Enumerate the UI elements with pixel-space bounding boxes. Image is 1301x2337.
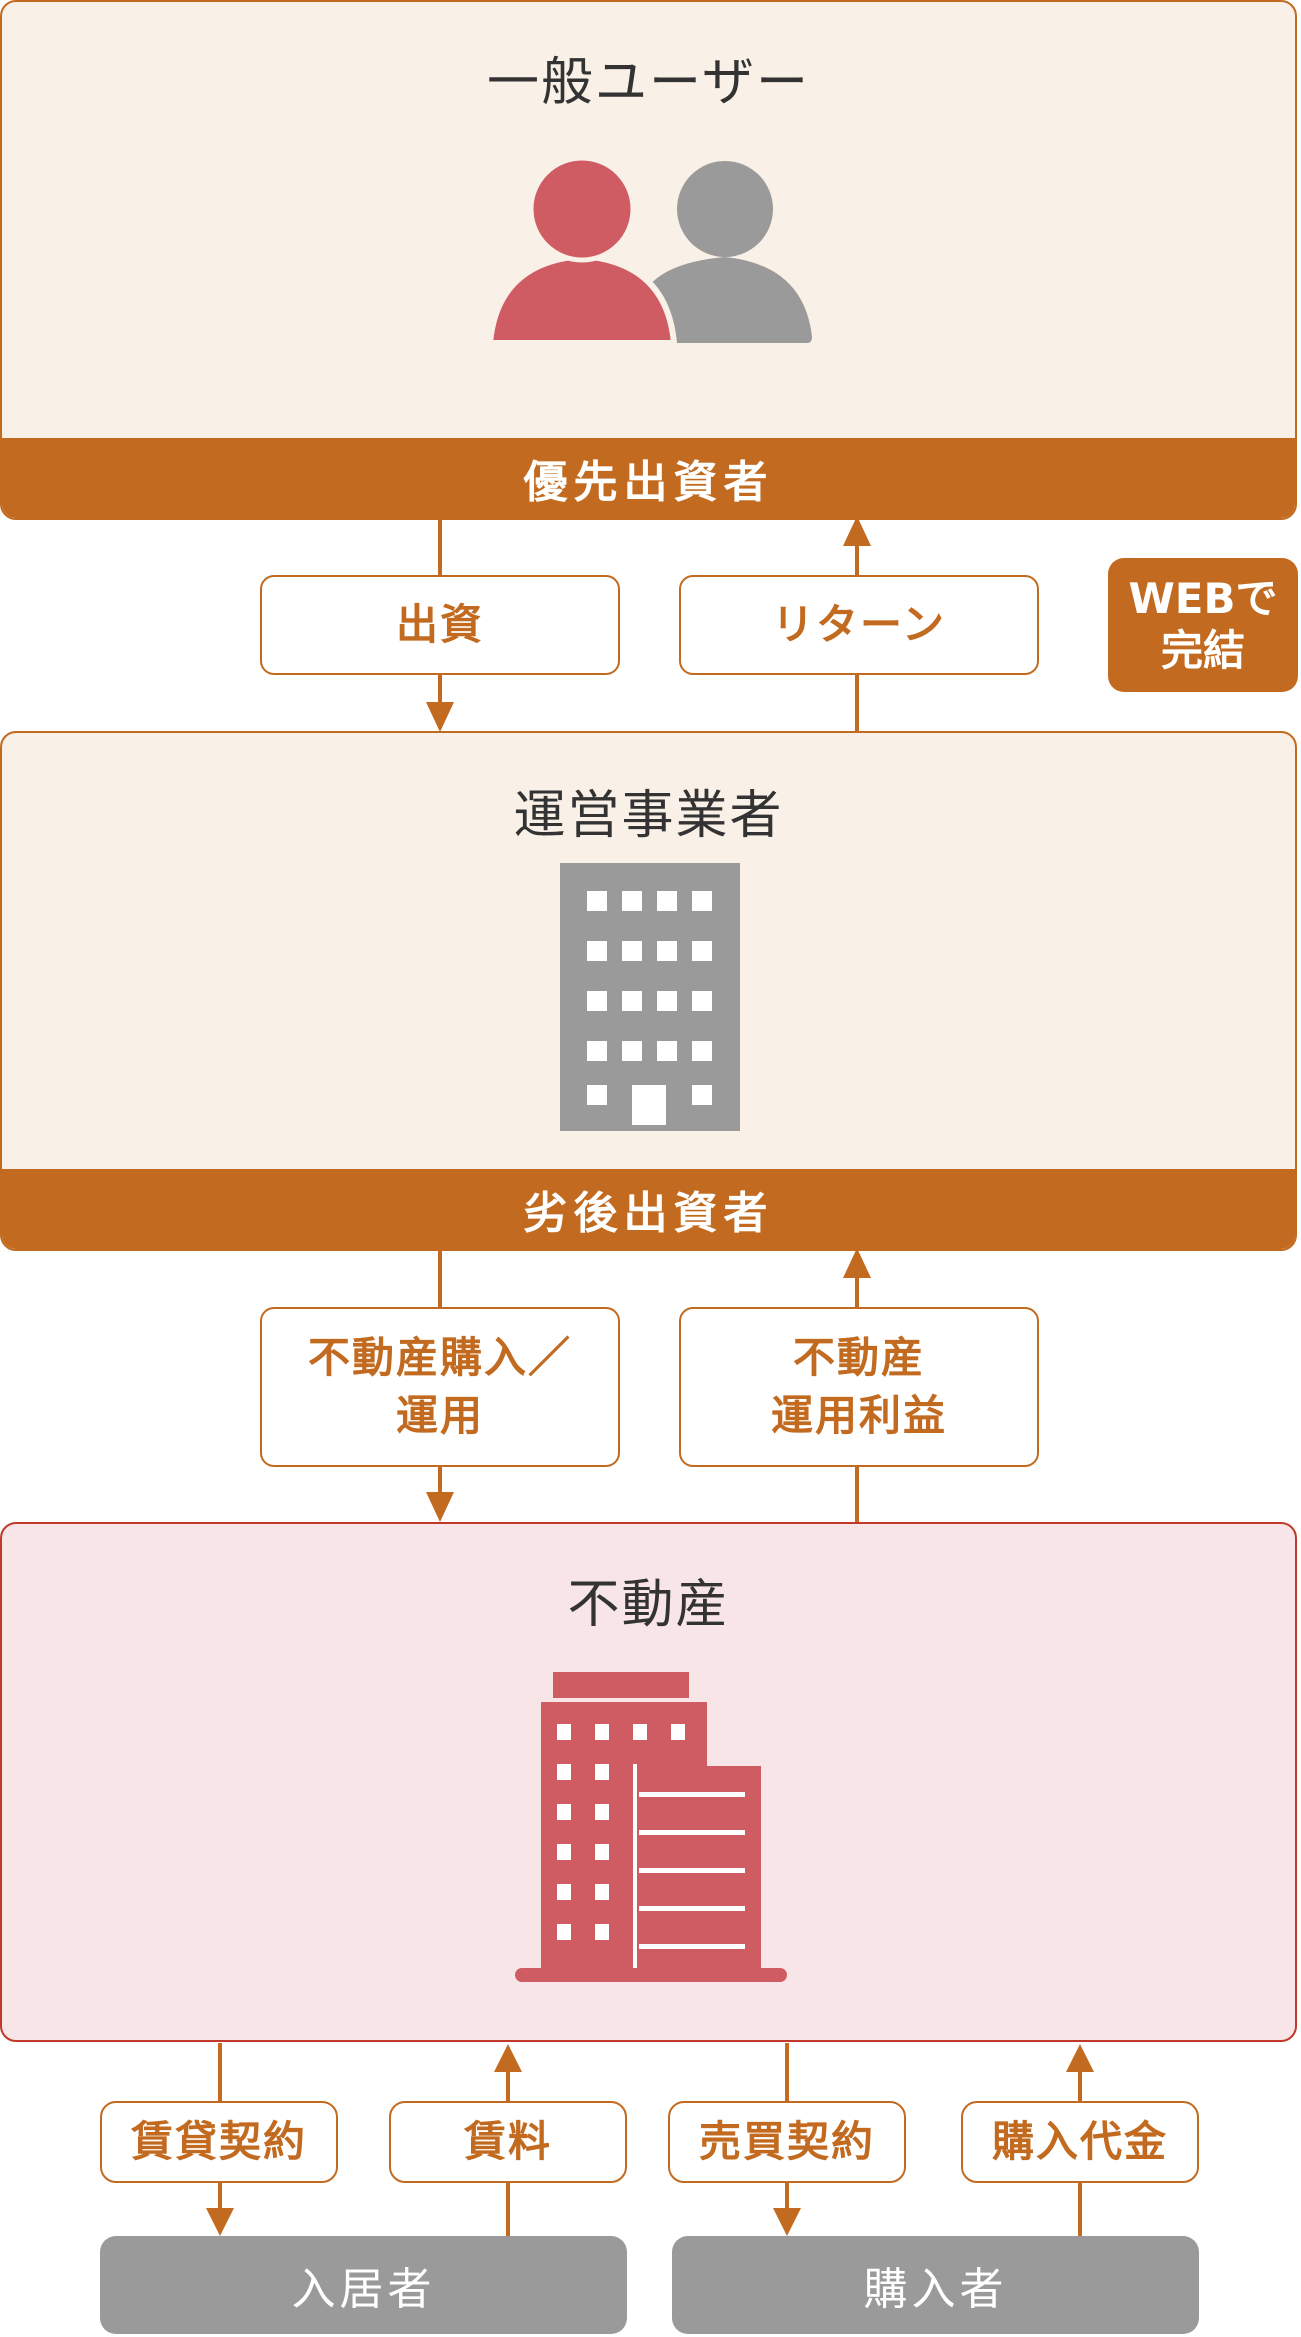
arrow-head-down [426,702,454,732]
arrow-head-down [426,1492,454,1522]
arrow-head-up [1066,2044,1094,2072]
investment-label: 出資 [260,575,620,675]
web-complete-badge: WEBで 完結 [1108,558,1298,692]
arrow-head-up [843,516,871,546]
buyer-box: 購入者 [672,2236,1199,2334]
rent-label: 賃料 [389,2101,627,2183]
tenant-box: 入居者 [100,2236,627,2334]
operator-band: 劣後出資者 [2,1169,1295,1249]
sale-contract-label: 売買契約 [668,2101,906,2183]
purchase-operation-label: 不動産購入／ 運用 [260,1307,620,1467]
lease-contract-label: 賃貸契約 [100,2101,338,2183]
operator-title: 運営事業者 [513,786,784,846]
general-user-box: 一般ユーザー 優先出資者 [0,0,1297,520]
general-user-title: 一般ユーザー [487,53,810,113]
arrow-head-up [843,1248,871,1278]
real-estate-title: 不動産 [567,1575,730,1635]
operator-box: 運営事業者 劣後出資者 [0,731,1297,1251]
arrow-head-up [494,2044,522,2072]
operation-profit-label: 不動産 運用利益 [679,1307,1039,1467]
apartment-building-icon [515,1672,787,1982]
general-user-band: 優先出資者 [2,438,1295,518]
office-building-icon [560,863,740,1131]
arrow-head-down [773,2208,801,2236]
arrow-head-down [206,2208,234,2236]
real-estate-box: 不動産 [0,1522,1297,2042]
users-icon [486,157,812,346]
return-label: リターン [679,575,1039,675]
purchase-price-label: 購入代金 [961,2101,1199,2183]
